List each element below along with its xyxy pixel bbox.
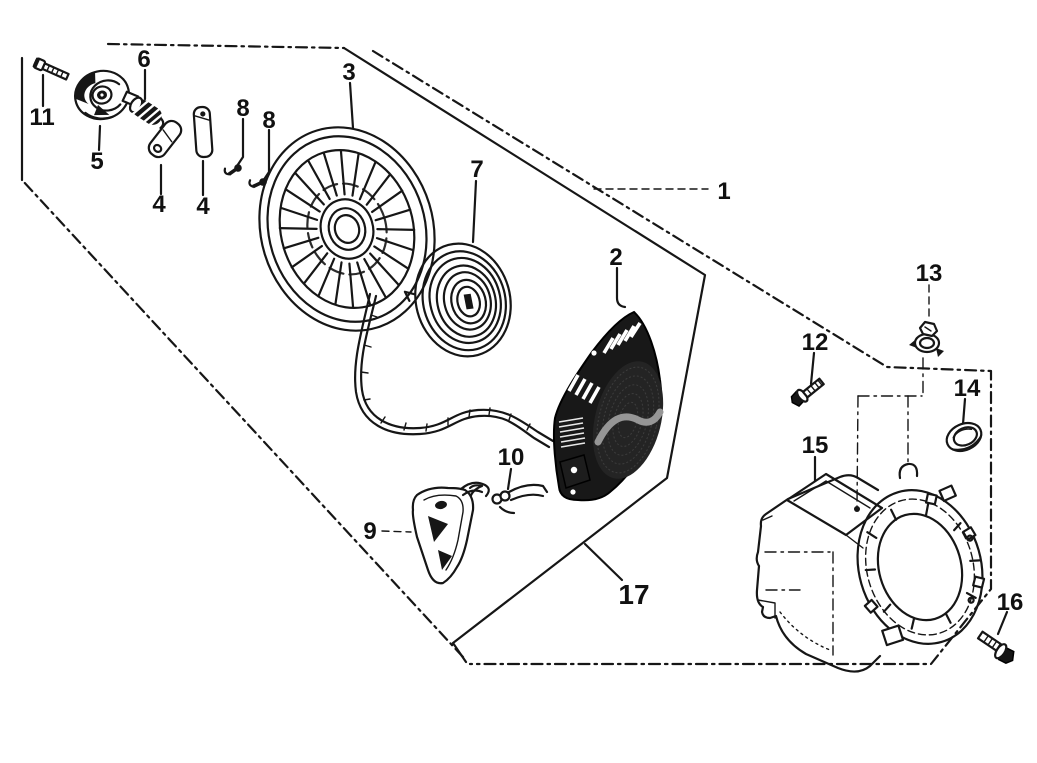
part-label-6: 6	[137, 46, 150, 73]
part-label-12: 12	[802, 329, 829, 356]
part-label-7: 7	[470, 156, 483, 183]
starter-rope	[354, 292, 555, 449]
part-7-spiral-spring	[403, 242, 512, 358]
part-label-9: 9	[363, 518, 376, 545]
leader-7	[471, 179, 478, 244]
part-13-flanged-nut	[909, 320, 944, 357]
part-16-bolt	[976, 630, 1015, 664]
leader-16	[996, 610, 1009, 636]
part-label-10: 10	[498, 444, 525, 471]
part-2-starter-case	[552, 310, 664, 502]
part-11-bolt	[32, 57, 70, 81]
part-4-friction-plate-b	[192, 105, 214, 159]
callout-labels: 1 2 3 4 4 5 6 7 8 8 9 10 11 12 13 14 15 …	[29, 46, 1023, 616]
part-10-rope-piece	[468, 483, 549, 515]
part-label-8a: 8	[236, 95, 249, 122]
leader-2	[615, 266, 627, 309]
part-label-17: 17	[618, 579, 649, 610]
part-13-locating-lines	[854, 357, 924, 512]
part-label-8b: 8	[262, 107, 275, 134]
part-14-cap	[945, 421, 983, 453]
leader-12	[809, 351, 816, 386]
leader-17	[583, 542, 624, 582]
part-label-15: 15	[802, 432, 829, 459]
part-label-11: 11	[29, 104, 54, 131]
part-4-friction-plate-a	[147, 119, 183, 159]
part-12-bolt	[790, 377, 825, 407]
leader-14	[961, 397, 967, 426]
part-17-subassembly-boundary	[342, 46, 707, 664]
part-1-assembly-boundary	[20, 42, 993, 666]
part-label-1: 1	[717, 178, 730, 205]
part-9-starter-grip	[411, 481, 490, 585]
part-5-starter-ratchet	[74, 69, 140, 121]
part-label-16: 16	[997, 589, 1024, 616]
part-label-4b: 4	[196, 193, 210, 220]
part-label-14: 14	[954, 375, 981, 402]
leader-10	[506, 467, 513, 491]
part-label-3: 3	[342, 59, 355, 86]
leader-8a	[235, 117, 245, 168]
part-8-screw-a	[223, 164, 242, 176]
leader-5	[97, 124, 102, 152]
part-6-spring	[128, 96, 166, 130]
leader-3	[348, 81, 355, 130]
part-label-4a: 4	[152, 191, 166, 218]
leader-9	[381, 530, 412, 533]
part-label-5: 5	[90, 148, 103, 175]
part-15-fan-cover	[755, 462, 986, 673]
part-label-13: 13	[916, 260, 943, 287]
part-label-2: 2	[609, 244, 622, 271]
